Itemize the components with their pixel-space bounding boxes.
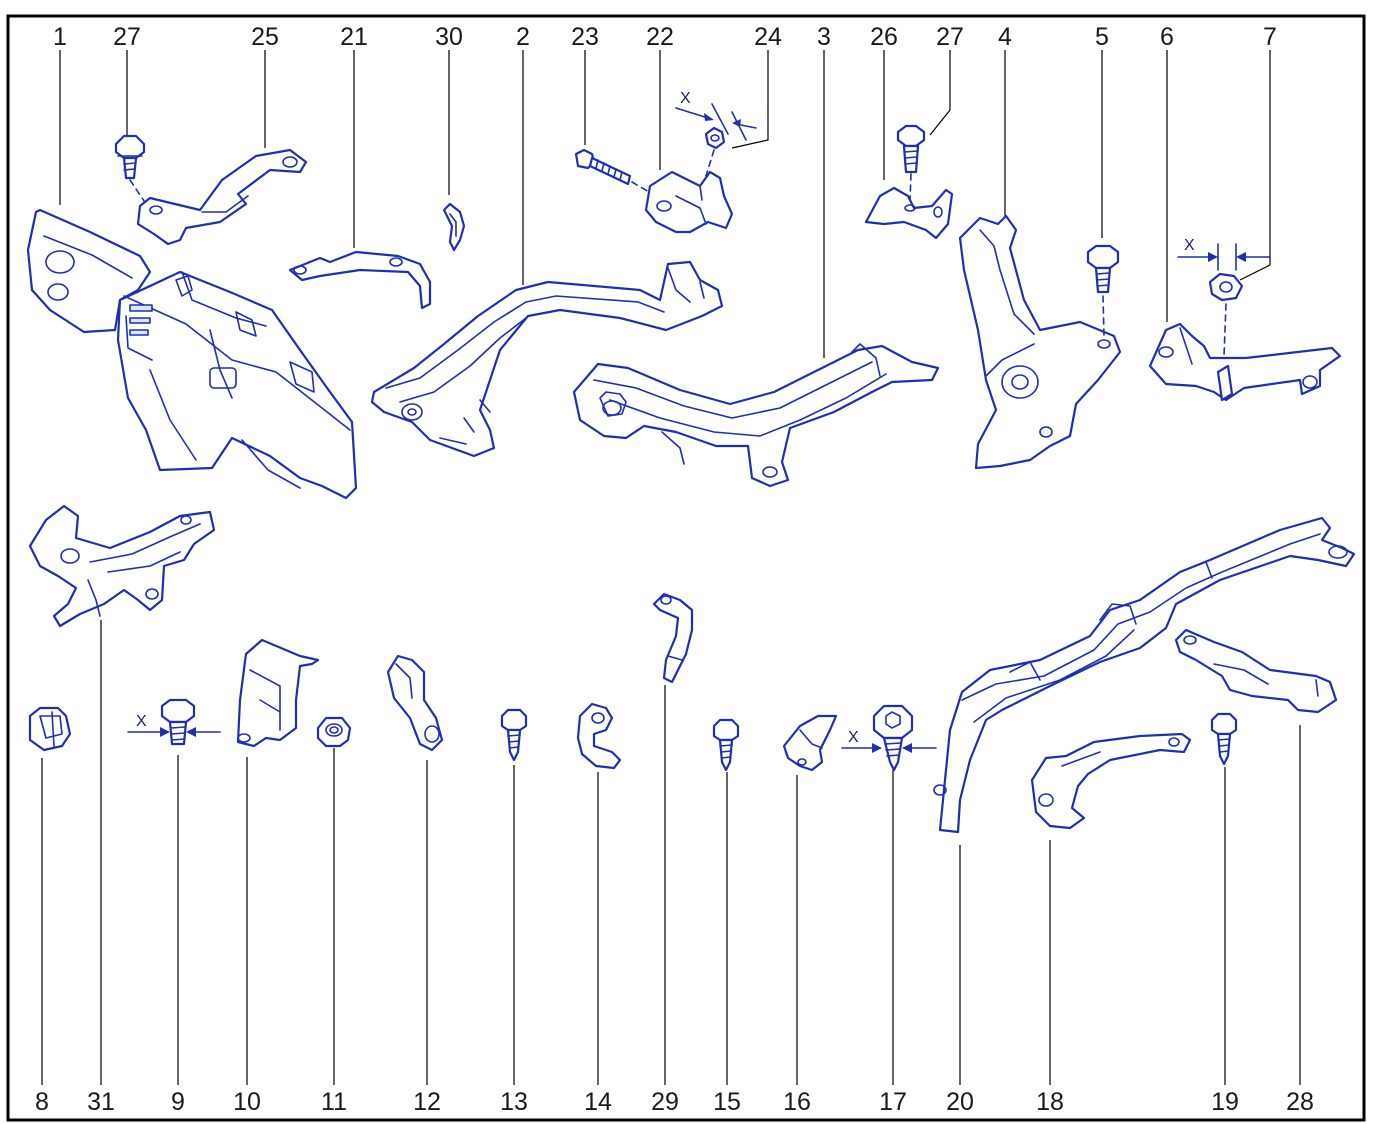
callout-27: 27 [113, 23, 141, 51]
part-19-screw [1210, 712, 1238, 766]
part-27-bolt-right [896, 124, 926, 201]
dimension-x-label-17: X [848, 729, 859, 746]
part-31-bracket [28, 504, 216, 628]
part-27-bolt [114, 134, 151, 211]
part-2-crossmember [370, 260, 724, 458]
part-25-bracket [136, 148, 308, 246]
part-10-bracket [236, 638, 320, 748]
dimension-x-label-9: X [136, 713, 147, 730]
part-3-crossmember [572, 343, 940, 488]
part-15-screw [712, 718, 740, 772]
callout-16: 16 [783, 1088, 811, 1116]
part-18-bracket [1030, 732, 1192, 830]
callout-6: 6 [1160, 23, 1174, 51]
part-8-clip [28, 706, 72, 752]
callout-15: 15 [713, 1088, 741, 1116]
callout-23: 23 [571, 23, 599, 51]
dimension-x-label: X [680, 90, 691, 107]
callout-3: 3 [817, 23, 831, 51]
part-28-bracket [1174, 628, 1338, 714]
callout-2: 2 [516, 23, 530, 51]
part-23-screw [574, 148, 657, 197]
part-9-bolt [127, 698, 221, 746]
part-30-clip [442, 202, 466, 252]
part-22-bracket [644, 170, 734, 234]
callout-14: 14 [584, 1088, 612, 1116]
dimension-x-label-7: X [1184, 237, 1195, 254]
callout-19: 19 [1211, 1088, 1239, 1116]
callout-11: 11 [321, 1088, 347, 1116]
callout-30: 30 [435, 23, 463, 51]
callout-13: 13 [500, 1088, 528, 1116]
part-16-clip [782, 714, 838, 772]
part-14-bracket [576, 702, 622, 770]
callout-31: 31 [87, 1088, 115, 1116]
part-21-bracket [288, 250, 432, 310]
callout-10: 10 [233, 1088, 261, 1116]
part-13-screw [500, 708, 528, 762]
callout-29: 29 [651, 1088, 679, 1116]
part-17-bolt [841, 704, 937, 772]
part-20-crossmember [933, 516, 1356, 834]
callout-8: 8 [35, 1088, 49, 1116]
callout-25: 25 [251, 23, 279, 51]
callout-20: 20 [946, 1088, 974, 1116]
callout-12: 12 [413, 1088, 441, 1116]
callout-27-right: 27 [936, 23, 964, 51]
callout-24: 24 [754, 23, 782, 51]
part-24-nut [675, 103, 757, 177]
callout-9: 9 [171, 1088, 185, 1116]
part-12-bracket [386, 654, 444, 752]
part-6-bracket [1148, 322, 1342, 402]
callout-18: 18 [1036, 1088, 1064, 1116]
part-1-headlamp-support [26, 208, 358, 500]
callout-4: 4 [998, 23, 1012, 51]
part-11-nut [316, 716, 352, 748]
leader-lines [41, 50, 1301, 1085]
bottom-callouts: 8 31 9 10 11 12 13 14 29 15 16 17 20 18 … [35, 1088, 1314, 1116]
part-26-bracket [864, 186, 954, 240]
callout-21: 21 [340, 23, 368, 51]
top-callouts: 1 27 25 21 30 2 23 22 24 3 26 27 4 5 6 7 [53, 23, 1277, 51]
callout-22: 22 [646, 23, 674, 51]
callout-5: 5 [1095, 23, 1109, 51]
callout-7: 7 [1263, 23, 1277, 51]
callout-1: 1 [53, 23, 67, 51]
part-29-bracket [652, 592, 694, 684]
callout-17: 17 [879, 1088, 907, 1116]
part-7-nut [1177, 243, 1271, 357]
callout-28: 28 [1286, 1088, 1314, 1116]
part-4-plate-bracket [958, 214, 1122, 470]
callout-26: 26 [870, 23, 898, 51]
diagram-frame [6, 14, 1366, 1122]
part-5-bolt [1086, 244, 1120, 337]
